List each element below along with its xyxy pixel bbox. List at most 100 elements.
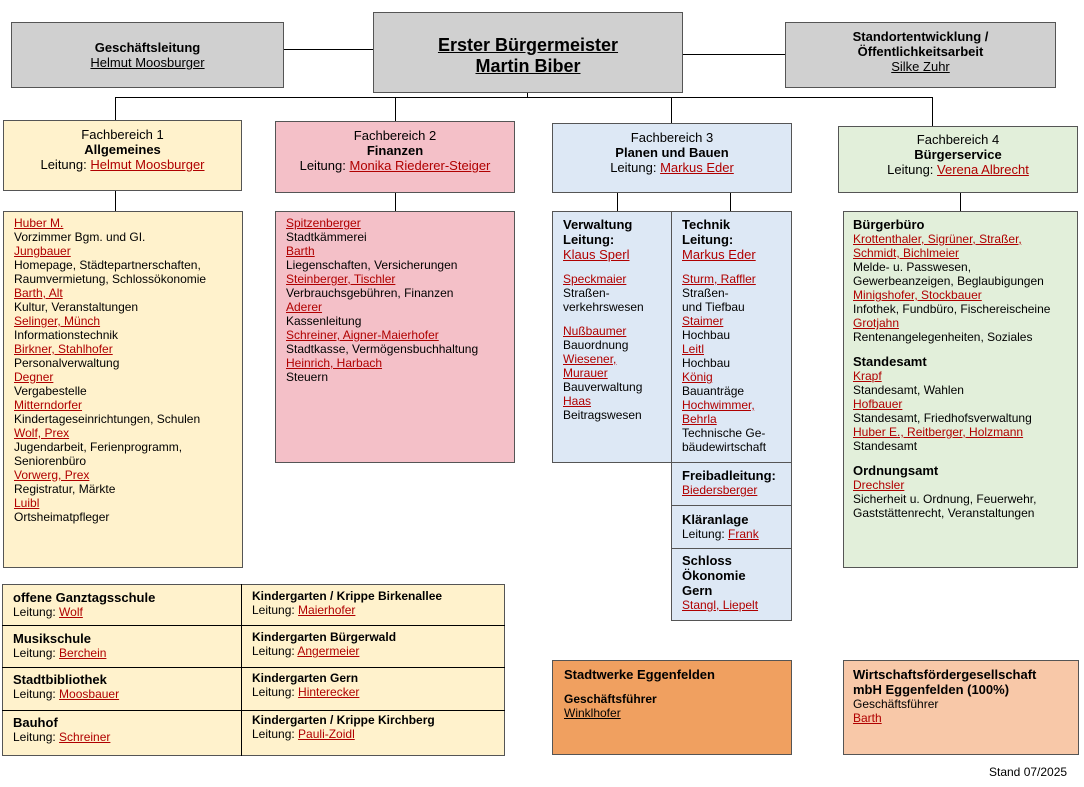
- buergerbuero-title: Bürgerbüro: [853, 217, 925, 232]
- fb3-task: Beitragswesen: [563, 408, 642, 422]
- leitung-label: Leitung:: [252, 603, 295, 617]
- kiga-buergerwald-lead[interactable]: Angermeier: [297, 644, 360, 658]
- connector-line: [617, 192, 618, 212]
- klaeranlage-lead[interactable]: Frank: [728, 527, 759, 541]
- leitung-label: Leitung:: [887, 162, 934, 177]
- connector-line: [527, 92, 528, 98]
- kiga-gern-lead[interactable]: Hinterecker: [298, 685, 360, 699]
- kiga-birkenallee-lead[interactable]: Maierhofer: [298, 603, 356, 617]
- fb3-names[interactable]: Hochwimmer,: [682, 398, 755, 412]
- musikschule-lead[interactable]: Berchein: [59, 646, 107, 660]
- leitung-label: Leitung:: [252, 685, 295, 699]
- fb3-names[interactable]: Nußbaumer: [563, 324, 627, 338]
- fachbereich-4-lead[interactable]: Verena Albrecht: [937, 162, 1029, 177]
- bauhof-lead[interactable]: Schreiner: [59, 730, 111, 744]
- fb2-task: Liegenschaften, Versicherungen: [286, 258, 458, 272]
- fb4-names[interactable]: Drechsler: [853, 478, 905, 492]
- fb3-names[interactable]: Murauer: [563, 366, 608, 380]
- freibad-title: Freibadleitung:: [682, 468, 776, 483]
- fb1-task: Kultur, Veranstaltungen: [14, 300, 139, 314]
- fachbereich-3-header: Fachbereich 3 Planen und Bauen Leitung: …: [552, 123, 792, 193]
- fb4-names[interactable]: Krapf: [853, 369, 882, 383]
- fb4-names[interactable]: Krottenthaler, Sigrüner, Straßer,: [853, 232, 1022, 246]
- fb3-names[interactable]: Haas: [563, 394, 592, 408]
- fb2-task: Verbrauchsgebühren, Finanzen: [286, 286, 454, 300]
- fb4-names[interactable]: Huber E., Reitberger, Holzmann: [853, 425, 1024, 439]
- fb3-task: Straßen-: [563, 286, 610, 300]
- schloss-names[interactable]: Stangl, Liepelt: [682, 598, 759, 612]
- wirtschaft-name[interactable]: Barth: [853, 711, 882, 725]
- stadtwerke-box: Stadtwerke Eggenfelden Geschäftsführer W…: [552, 660, 792, 755]
- fachbereich-4-body: Bürgerbüro Krottenthaler, Sigrüner, Stra…: [843, 211, 1078, 568]
- fachbereich-2-lead[interactable]: Monika Riederer-Steiger: [349, 158, 491, 173]
- fb3-names[interactable]: Speckmaier: [563, 272, 627, 286]
- fb3-task: Bauordnung: [563, 338, 629, 352]
- fb4-names[interactable]: Hofbauer: [853, 397, 903, 411]
- geschaeftsleitung-box: Geschäftsleitung Helmut Moosburger: [11, 22, 284, 88]
- fb4-names[interactable]: Minigshofer, Stockbauer: [853, 288, 982, 302]
- fachbereich-3-lead[interactable]: Markus Eder: [660, 160, 734, 175]
- technik-lead[interactable]: Markus Eder: [682, 247, 756, 262]
- fb1-names[interactable]: Barth, Alt: [14, 286, 63, 300]
- fb1-names[interactable]: Degner: [14, 370, 54, 384]
- fb1-names[interactable]: Wolf, Prex: [14, 426, 70, 440]
- schloss-title: Schloss: [682, 553, 732, 568]
- fb2-names[interactable]: Steinberger, Tischler: [286, 272, 396, 286]
- geschaeftsleitung-name[interactable]: Helmut Moosburger: [90, 55, 205, 70]
- fb2-names[interactable]: Spitzenberger: [286, 216, 361, 230]
- mayor-title: Erster Bürgermeister: [437, 35, 619, 55]
- fb1-names[interactable]: Vorwerg, Prex: [14, 468, 90, 482]
- fb2-names[interactable]: Schreiner, Aigner-Maierhofer: [286, 328, 439, 342]
- fb1-names[interactable]: Birkner, Stahlhofer: [14, 342, 113, 356]
- fb2-names[interactable]: Barth: [286, 244, 315, 258]
- fb1-names[interactable]: Mitterndorfer: [14, 398, 83, 412]
- fb1-names[interactable]: Luibl: [14, 496, 40, 510]
- fb3-names[interactable]: König: [682, 370, 713, 384]
- fb1-names[interactable]: Jungbauer: [14, 244, 71, 258]
- fb3-names[interactable]: Leitl: [682, 342, 705, 356]
- stadtbibliothek-lead[interactable]: Moosbauer: [59, 687, 120, 701]
- stadtwerke-name[interactable]: Winklhofer: [564, 706, 621, 720]
- bauhof-cell: Bauhof Leitung: Schreiner: [13, 715, 110, 744]
- fb3-names[interactable]: Sturm, Raffler: [682, 272, 756, 286]
- schloss-title-2: Ökonomie: [682, 568, 746, 583]
- mayor-name[interactable]: Martin Biber: [475, 56, 581, 76]
- fb1-task: Vergabestelle: [14, 384, 87, 398]
- fachbereich-2-header: Fachbereich 2 Finanzen Leitung: Monika R…: [275, 121, 515, 193]
- kiga-kirchberg-lead[interactable]: Pauli-Zoidl: [298, 727, 355, 741]
- ganztagsschule-title: offene Ganztagsschule: [13, 590, 156, 605]
- wirtschaft-box: Wirtschaftsfördergesellschaft mbH Eggenf…: [843, 660, 1079, 755]
- fb3-names[interactable]: Staimer: [682, 314, 724, 328]
- musikschule-title: Musikschule: [13, 631, 92, 646]
- ganztagsschule-lead[interactable]: Wolf: [59, 605, 83, 619]
- schloss-title-3: Gern: [682, 583, 713, 598]
- kiga-buergerwald-title: Kindergarten Bürgerwald: [252, 630, 397, 644]
- fb2-task: Stadtkämmerei: [286, 230, 367, 244]
- freibad-lead[interactable]: Biedersberger: [682, 483, 758, 497]
- kiga-kirchberg-cell: Kindergarten / Krippe Kirchberg Leitung:…: [252, 713, 435, 741]
- fb2-names[interactable]: Heinrich, Harbach: [286, 356, 383, 370]
- fb1-task: Vorzimmer Bgm. und GI.: [14, 230, 146, 244]
- fb1-names[interactable]: Huber M.: [14, 216, 64, 230]
- fachbereich-1-lead[interactable]: Helmut Moosburger: [90, 157, 205, 172]
- fachbereich-1-body: Huber M. Vorzimmer Bgm. und GI. Jungbaue…: [3, 211, 243, 568]
- fb4-names[interactable]: Schmidt, Bichlmeier: [853, 246, 960, 260]
- fb3-task: Bauverwaltung: [563, 380, 643, 394]
- stadtwerke-title: Stadtwerke Eggenfelden: [564, 667, 715, 682]
- freibad-box: Freibadleitung: Biedersberger: [671, 462, 792, 506]
- divider: [2, 667, 505, 668]
- fb4-names[interactable]: Grotjahn: [853, 316, 900, 330]
- divider: [2, 625, 505, 626]
- fb1-task: Personalverwaltung: [14, 356, 120, 370]
- standortentwicklung-name[interactable]: Silke Zuhr: [891, 59, 950, 74]
- fb4-task: Gewerbeanzeigen, Beglaubigungen: [853, 274, 1044, 288]
- fb3-names[interactable]: Wiesener,: [563, 352, 617, 366]
- connector-line: [115, 97, 116, 121]
- fb1-names[interactable]: Selinger, Münch: [14, 314, 101, 328]
- divider: [2, 710, 505, 711]
- leitung-label: Leitung:: [13, 646, 56, 660]
- fb3-names[interactable]: Behrla: [682, 412, 717, 426]
- fb2-names[interactable]: Aderer: [286, 300, 323, 314]
- stadtbibliothek-title: Stadtbibliothek: [13, 672, 107, 687]
- verwaltung-lead[interactable]: Klaus Sperl: [563, 247, 630, 262]
